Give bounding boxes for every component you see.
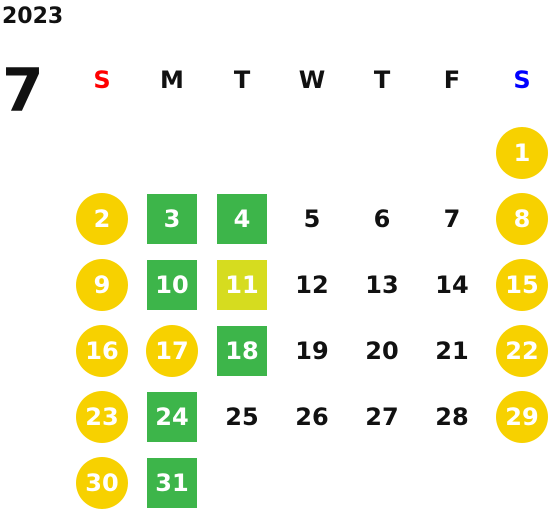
day-number: 2 xyxy=(76,193,128,245)
calendar-day[interactable]: 3 xyxy=(137,186,207,252)
day-number: 12 xyxy=(295,271,329,299)
calendar-day[interactable]: 30 xyxy=(67,450,137,516)
day-number: 25 xyxy=(225,403,259,431)
day-number: 23 xyxy=(76,391,128,443)
calendar-day[interactable]: 23 xyxy=(67,384,137,450)
calendar-day[interactable]: 16 xyxy=(67,318,137,384)
calendar-day[interactable]: 19 xyxy=(277,318,347,384)
day-number: 11 xyxy=(217,260,267,310)
day-number: 15 xyxy=(496,259,548,311)
calendar-day[interactable]: 12 xyxy=(277,252,347,318)
day-number: 31 xyxy=(147,458,197,508)
calendar-day[interactable]: 9 xyxy=(67,252,137,318)
weekday-header: F xyxy=(443,66,461,94)
day-number: 3 xyxy=(147,194,197,244)
day-number: 13 xyxy=(365,271,399,299)
day-number: 30 xyxy=(76,457,128,509)
weekday-header: M xyxy=(160,66,184,94)
calendar-day[interactable]: 11 xyxy=(207,252,277,318)
day-number: 22 xyxy=(496,325,548,377)
day-number: 7 xyxy=(443,205,461,233)
calendar-day[interactable]: 26 xyxy=(277,384,347,450)
calendar-day[interactable]: 28 xyxy=(417,384,487,450)
day-number: 4 xyxy=(217,194,267,244)
day-number: 9 xyxy=(76,259,128,311)
calendar-day[interactable]: 22 xyxy=(487,318,548,384)
day-number: 24 xyxy=(147,392,197,442)
day-number: 18 xyxy=(217,326,267,376)
calendar-day[interactable]: 20 xyxy=(347,318,417,384)
calendar-day[interactable]: 25 xyxy=(207,384,277,450)
day-number: 14 xyxy=(435,271,469,299)
calendar-day[interactable]: 13 xyxy=(347,252,417,318)
calendar-day[interactable]: 1 xyxy=(487,120,548,186)
calendar-day[interactable]: 2 xyxy=(67,186,137,252)
weekday-header: W xyxy=(298,66,326,94)
weekday-header: T xyxy=(233,66,251,94)
calendar-day[interactable]: 7 xyxy=(417,186,487,252)
day-number: 6 xyxy=(373,205,391,233)
weekday-header: S xyxy=(93,66,111,94)
calendar-day[interactable]: 27 xyxy=(347,384,417,450)
day-number: 21 xyxy=(435,337,469,365)
calendar-day[interactable]: 18 xyxy=(207,318,277,384)
day-number: 27 xyxy=(365,403,399,431)
weekday-header: T xyxy=(373,66,391,94)
day-number: 1 xyxy=(496,127,548,179)
day-number: 5 xyxy=(303,205,321,233)
calendar-day[interactable]: 6 xyxy=(347,186,417,252)
day-number: 16 xyxy=(76,325,128,377)
day-number: 20 xyxy=(365,337,399,365)
day-number: 28 xyxy=(435,403,469,431)
month-number: 7 xyxy=(2,56,44,126)
calendar-day[interactable]: 21 xyxy=(417,318,487,384)
calendar-day[interactable]: 29 xyxy=(487,384,548,450)
day-number: 8 xyxy=(496,193,548,245)
calendar-day[interactable]: 24 xyxy=(137,384,207,450)
calendar-day[interactable]: 8 xyxy=(487,186,548,252)
calendar-day[interactable]: 4 xyxy=(207,186,277,252)
day-number: 19 xyxy=(295,337,329,365)
calendar-day[interactable]: 17 xyxy=(137,318,207,384)
day-number: 29 xyxy=(496,391,548,443)
day-number: 10 xyxy=(147,260,197,310)
calendar-day[interactable]: 15 xyxy=(487,252,548,318)
day-number: 26 xyxy=(295,403,329,431)
calendar-day[interactable]: 14 xyxy=(417,252,487,318)
day-number: 17 xyxy=(146,325,198,377)
calendar-day[interactable]: 5 xyxy=(277,186,347,252)
weekday-header: S xyxy=(513,66,531,94)
calendar-day[interactable]: 10 xyxy=(137,252,207,318)
calendar-day[interactable]: 31 xyxy=(137,450,207,516)
year-label: 2023 xyxy=(2,4,64,29)
